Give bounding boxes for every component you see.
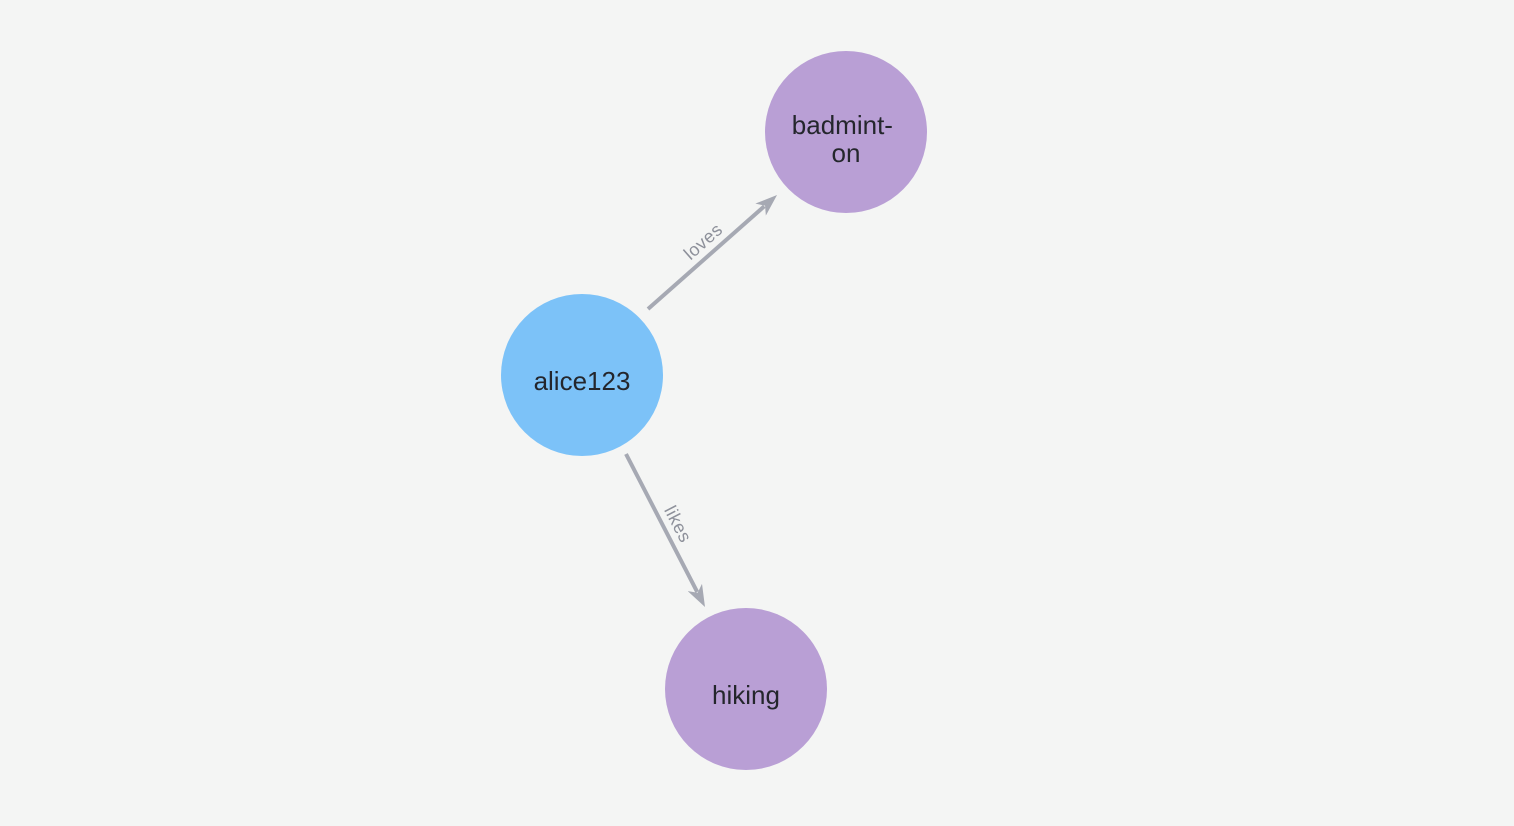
- node-caption-alice123[interactable]: alice123: [534, 366, 631, 396]
- node-alice123[interactable]: alice123: [501, 294, 663, 456]
- node-caption-badminton-line1[interactable]: badmint-: [792, 110, 893, 140]
- node-caption-hiking[interactable]: hiking: [712, 680, 780, 710]
- node-circle-badminton[interactable]: [765, 51, 927, 213]
- node-circle-hiking[interactable]: [665, 608, 827, 770]
- node-hiking[interactable]: hiking: [665, 608, 827, 770]
- node-caption-badminton-line2[interactable]: on: [832, 138, 861, 168]
- edge-line-loves[interactable]: [646, 195, 778, 311]
- node-circle-alice123[interactable]: [501, 294, 663, 456]
- node-caption-badminton[interactable]: badmint- on: [792, 110, 900, 168]
- node-badminton[interactable]: badmint- on: [765, 51, 927, 213]
- edge-line-likes[interactable]: [624, 453, 705, 608]
